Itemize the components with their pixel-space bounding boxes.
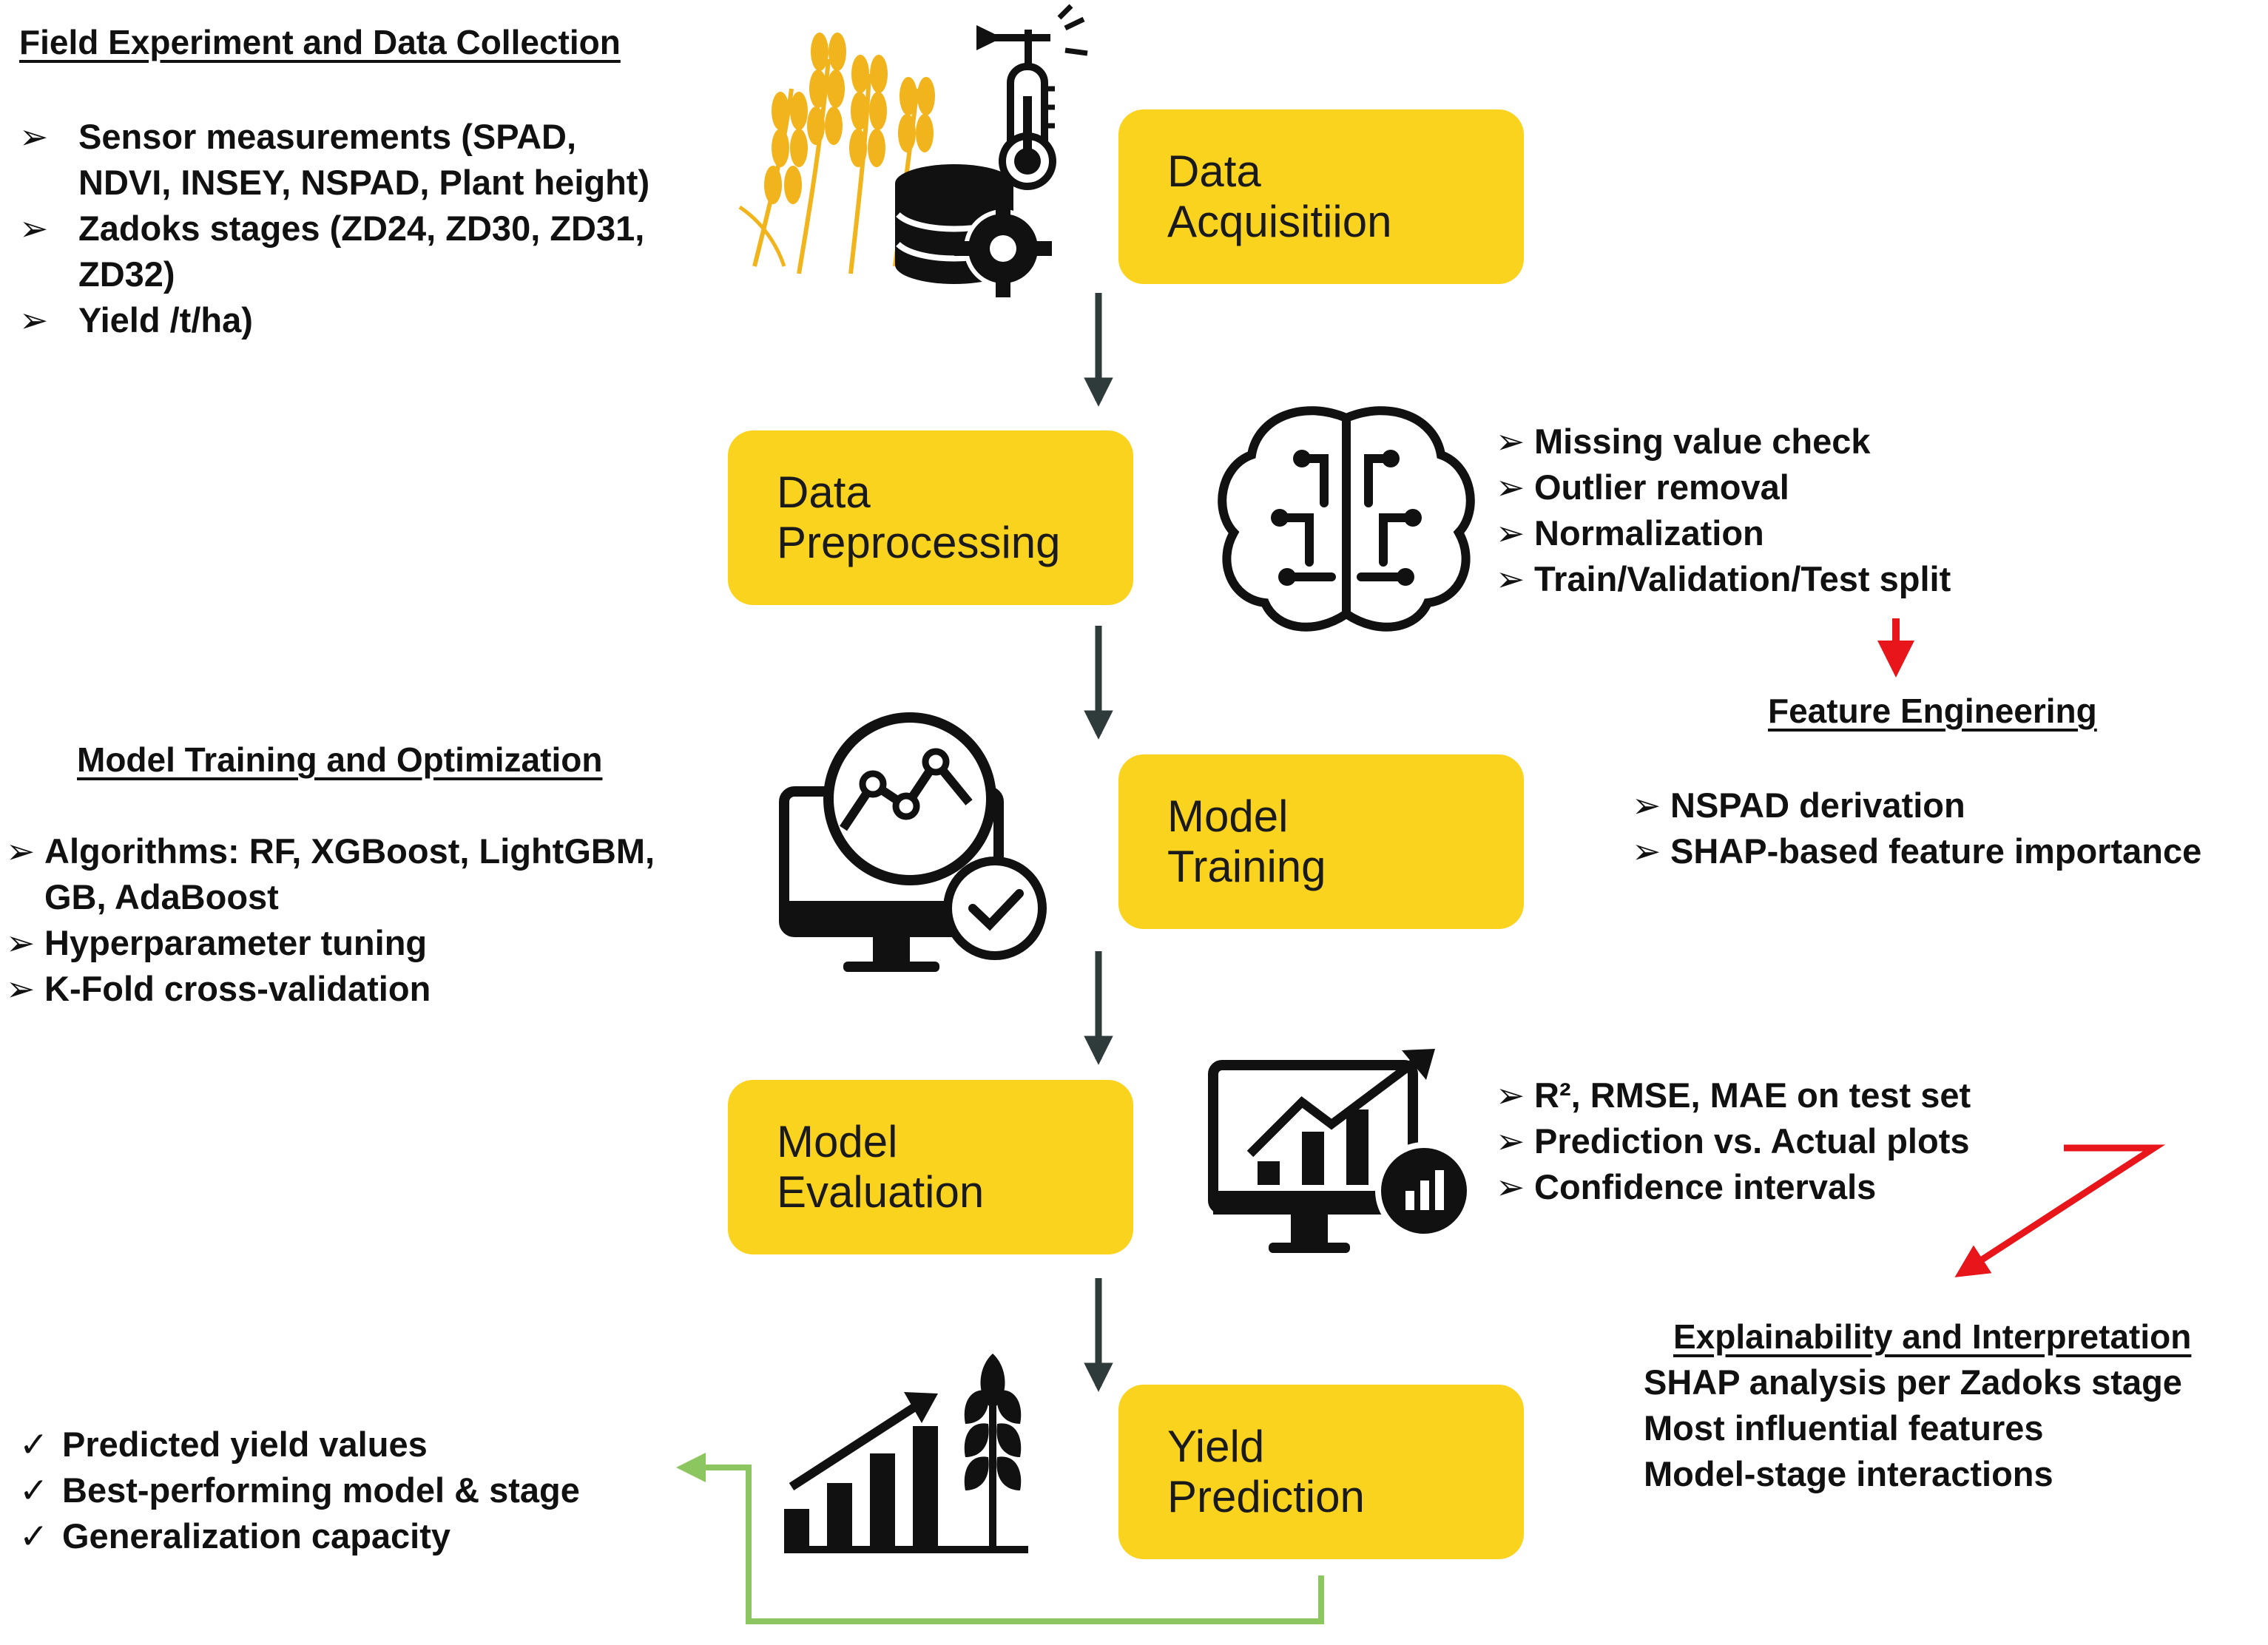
yield-prediction-box: Yield Prediction [1118,1385,1524,1559]
model-training-box: Model Training [1118,754,1524,929]
list-item: ➢Outlier removal [1496,467,1789,507]
outputs-list: ✓Predicted yield values ✓Best-performing… [19,1422,580,1559]
list-item: ➢Prediction vs. Actual plots [1496,1121,1970,1161]
monitor-growth-chart-icon [1208,1049,1473,1253]
list-item: ✓Generalization capacity [19,1516,451,1556]
list-item: ➢K-Fold cross-validation [6,969,431,1008]
explainability-list: SHAP analysis per Zadoks stage Most infl… [1644,1359,2182,1497]
list-item: Model-stage interactions [1644,1454,2053,1493]
list-item: ➢Zadoks stages (ZD24, ZD30, ZD31, [19,209,645,248]
feature-engineering-heading: Feature Engineering [1768,692,2097,730]
model-evaluation-box: Model Evaluation [728,1080,1133,1254]
list-item: ➢NSPAD derivation [1632,786,1965,825]
list-item: Most influential features [1644,1408,2044,1448]
data-acquisition-box: Data Acquisitiion [1118,109,1524,284]
list-item: ➢SHAP-based feature importance [1632,831,2202,871]
red-arrow-explainability [1954,1144,2166,1277]
evaluation-steps-list: ➢R², RMSE, MAE on test set ➢Prediction v… [1496,1073,1971,1210]
database-gear-icon [895,164,1052,297]
preprocessing-steps-list: ➢Missing value check ➢Outlier removal ➢N… [1496,419,1951,602]
list-item: ➢Normalization [1496,513,1764,553]
list-item: ✓Best-performing model & stage [19,1470,580,1510]
list-item: ➢R², RMSE, MAE on test set [1496,1075,1971,1115]
field-experiment-list: ➢Sensor measurements (SPAD, NDVI, INSEY,… [19,114,649,343]
brain-circuit-icon [1218,406,1475,632]
data-preprocessing-box: Data Preprocessing [728,430,1133,605]
list-item: ➢Train/Validation/Test split [1496,559,1951,598]
list-item: ➢Sensor measurements (SPAD, [19,117,577,156]
field-experiment-heading: Field Experiment and Data Collection [19,23,621,61]
list-item: ➢Algorithms: RF, XGBoost, LightGBM, [6,831,655,871]
wheat-icon [738,33,935,274]
explainability-heading: Explainability and Interpretation [1673,1317,2192,1356]
monitor-chart-check-icon [779,712,1047,972]
list-item: ➢Confidence intervals [1496,1167,1877,1206]
list-item: NDVI, INSEY, NSPAD, Plant height) [78,163,650,202]
list-item: ➢Hyperparameter tuning [6,923,428,962]
growth-bars-wheat-icon [784,1354,1028,1553]
weather-vane-icon [976,4,1088,118]
list-item: SHAP analysis per Zadoks stage [1644,1362,2182,1402]
list-item: ➢Yield /t/ha) [19,300,253,340]
list-item: ➢Missing value check [1496,422,1871,461]
thermometer-icon [999,63,1056,190]
feature-engineering-list: ➢NSPAD derivation ➢SHAP-based feature im… [1632,783,2201,874]
list-item: GB, AdaBoost [44,877,279,916]
model-training-heading: Model Training and Optimization [77,740,603,779]
list-item: ✓Predicted yield values [19,1425,428,1464]
model-training-list: ➢Algorithms: RF, XGBoost, LightGBM, GB, … [6,828,655,1012]
list-item: ZD32) [78,254,175,294]
